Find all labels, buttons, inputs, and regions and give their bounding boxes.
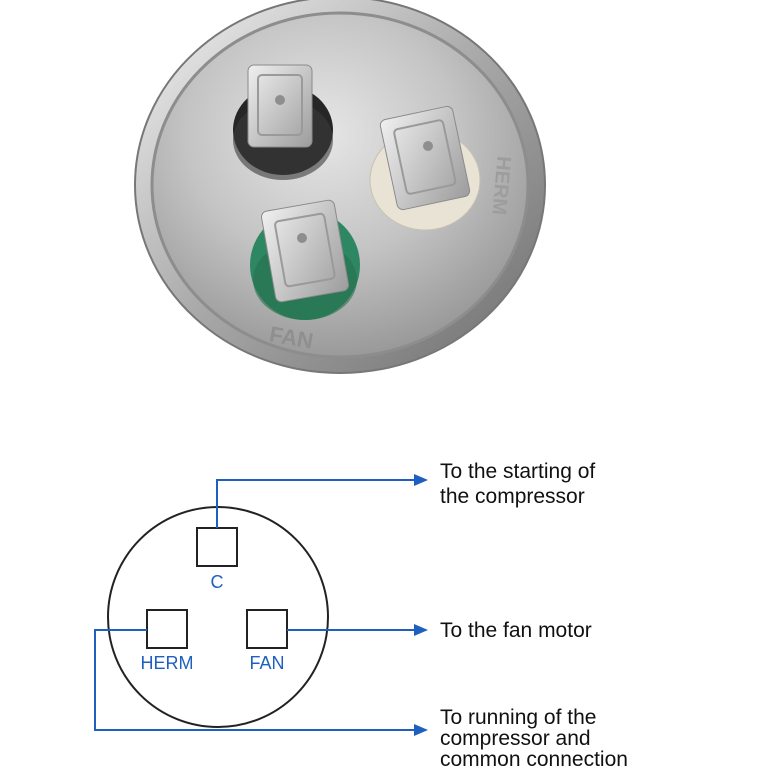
callout-start-line1: To the starting of <box>440 460 595 483</box>
wire-run <box>94 629 418 731</box>
herm-terminal <box>369 105 481 231</box>
wiring-diagram: C HERM FAN To the starting of the compre… <box>94 460 628 768</box>
capacitor-photo: HERM FAN <box>134 0 546 374</box>
fan-terminal <box>250 199 360 320</box>
arrow-start <box>414 474 428 486</box>
arrow-run <box>414 724 428 736</box>
terminal-fan-box <box>246 609 288 649</box>
terminal-fan-label: FAN <box>249 653 284 673</box>
wire-start <box>216 479 418 528</box>
callout-run-line2: compressor and <box>440 727 591 750</box>
callout-run-line1: To running of the <box>440 706 596 729</box>
common-terminal <box>233 64 333 180</box>
terminal-c-box <box>196 527 238 567</box>
callout-run-line3: common connection <box>440 748 628 768</box>
herm-terminal-tab <box>379 105 471 211</box>
terminal-herm-label: HERM <box>141 653 194 673</box>
terminal-c-label: C <box>211 572 224 592</box>
callout-fan: To the fan motor <box>440 619 592 642</box>
rim-marking: HERM <box>487 155 514 216</box>
terminal-herm-box <box>146 609 188 649</box>
fan-terminal-tab <box>261 199 349 303</box>
common-terminal-tab <box>247 64 313 148</box>
capacitor-face <box>152 13 528 357</box>
capacitor-outline <box>107 506 329 728</box>
arrow-fan <box>414 624 428 636</box>
callout-start-line2: the compressor <box>440 485 585 508</box>
